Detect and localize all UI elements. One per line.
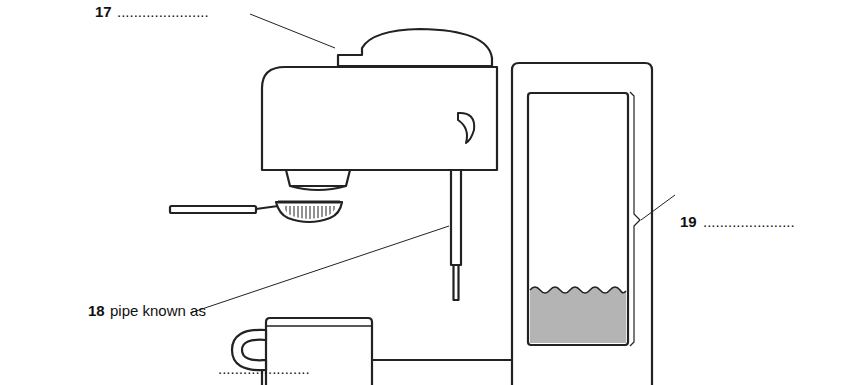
water-tank — [512, 63, 652, 385]
basket-rim — [278, 201, 340, 204]
part-description: pipe known as — [110, 302, 206, 320]
callout-number: 17 — [95, 3, 112, 21]
filter-basket — [276, 202, 342, 222]
leader-line — [641, 195, 675, 220]
steam-pipe — [451, 170, 461, 265]
leader-line — [190, 226, 449, 313]
water — [530, 287, 626, 343]
tank-window — [528, 93, 628, 345]
control-knob — [458, 113, 474, 143]
steam-pipe-nozzle — [454, 265, 459, 300]
callout-number: 18 — [88, 302, 105, 320]
leader-line — [250, 14, 335, 48]
answer-blank: ...................... — [703, 213, 795, 231]
group-head-rim — [290, 185, 346, 187]
filter-mesh — [284, 206, 336, 219]
answer-blank: ...................... — [117, 3, 209, 21]
portafilter-handle — [170, 206, 256, 213]
bracket — [630, 92, 640, 346]
portafilter-arm — [256, 206, 278, 209]
answer-blank: ...................... — [218, 360, 310, 378]
callout-number: 19 — [680, 213, 697, 231]
machine-body — [262, 67, 497, 170]
cup-rim — [266, 325, 372, 327]
water-surface — [530, 287, 626, 293]
lid — [338, 29, 492, 66]
group-head — [286, 170, 350, 190]
